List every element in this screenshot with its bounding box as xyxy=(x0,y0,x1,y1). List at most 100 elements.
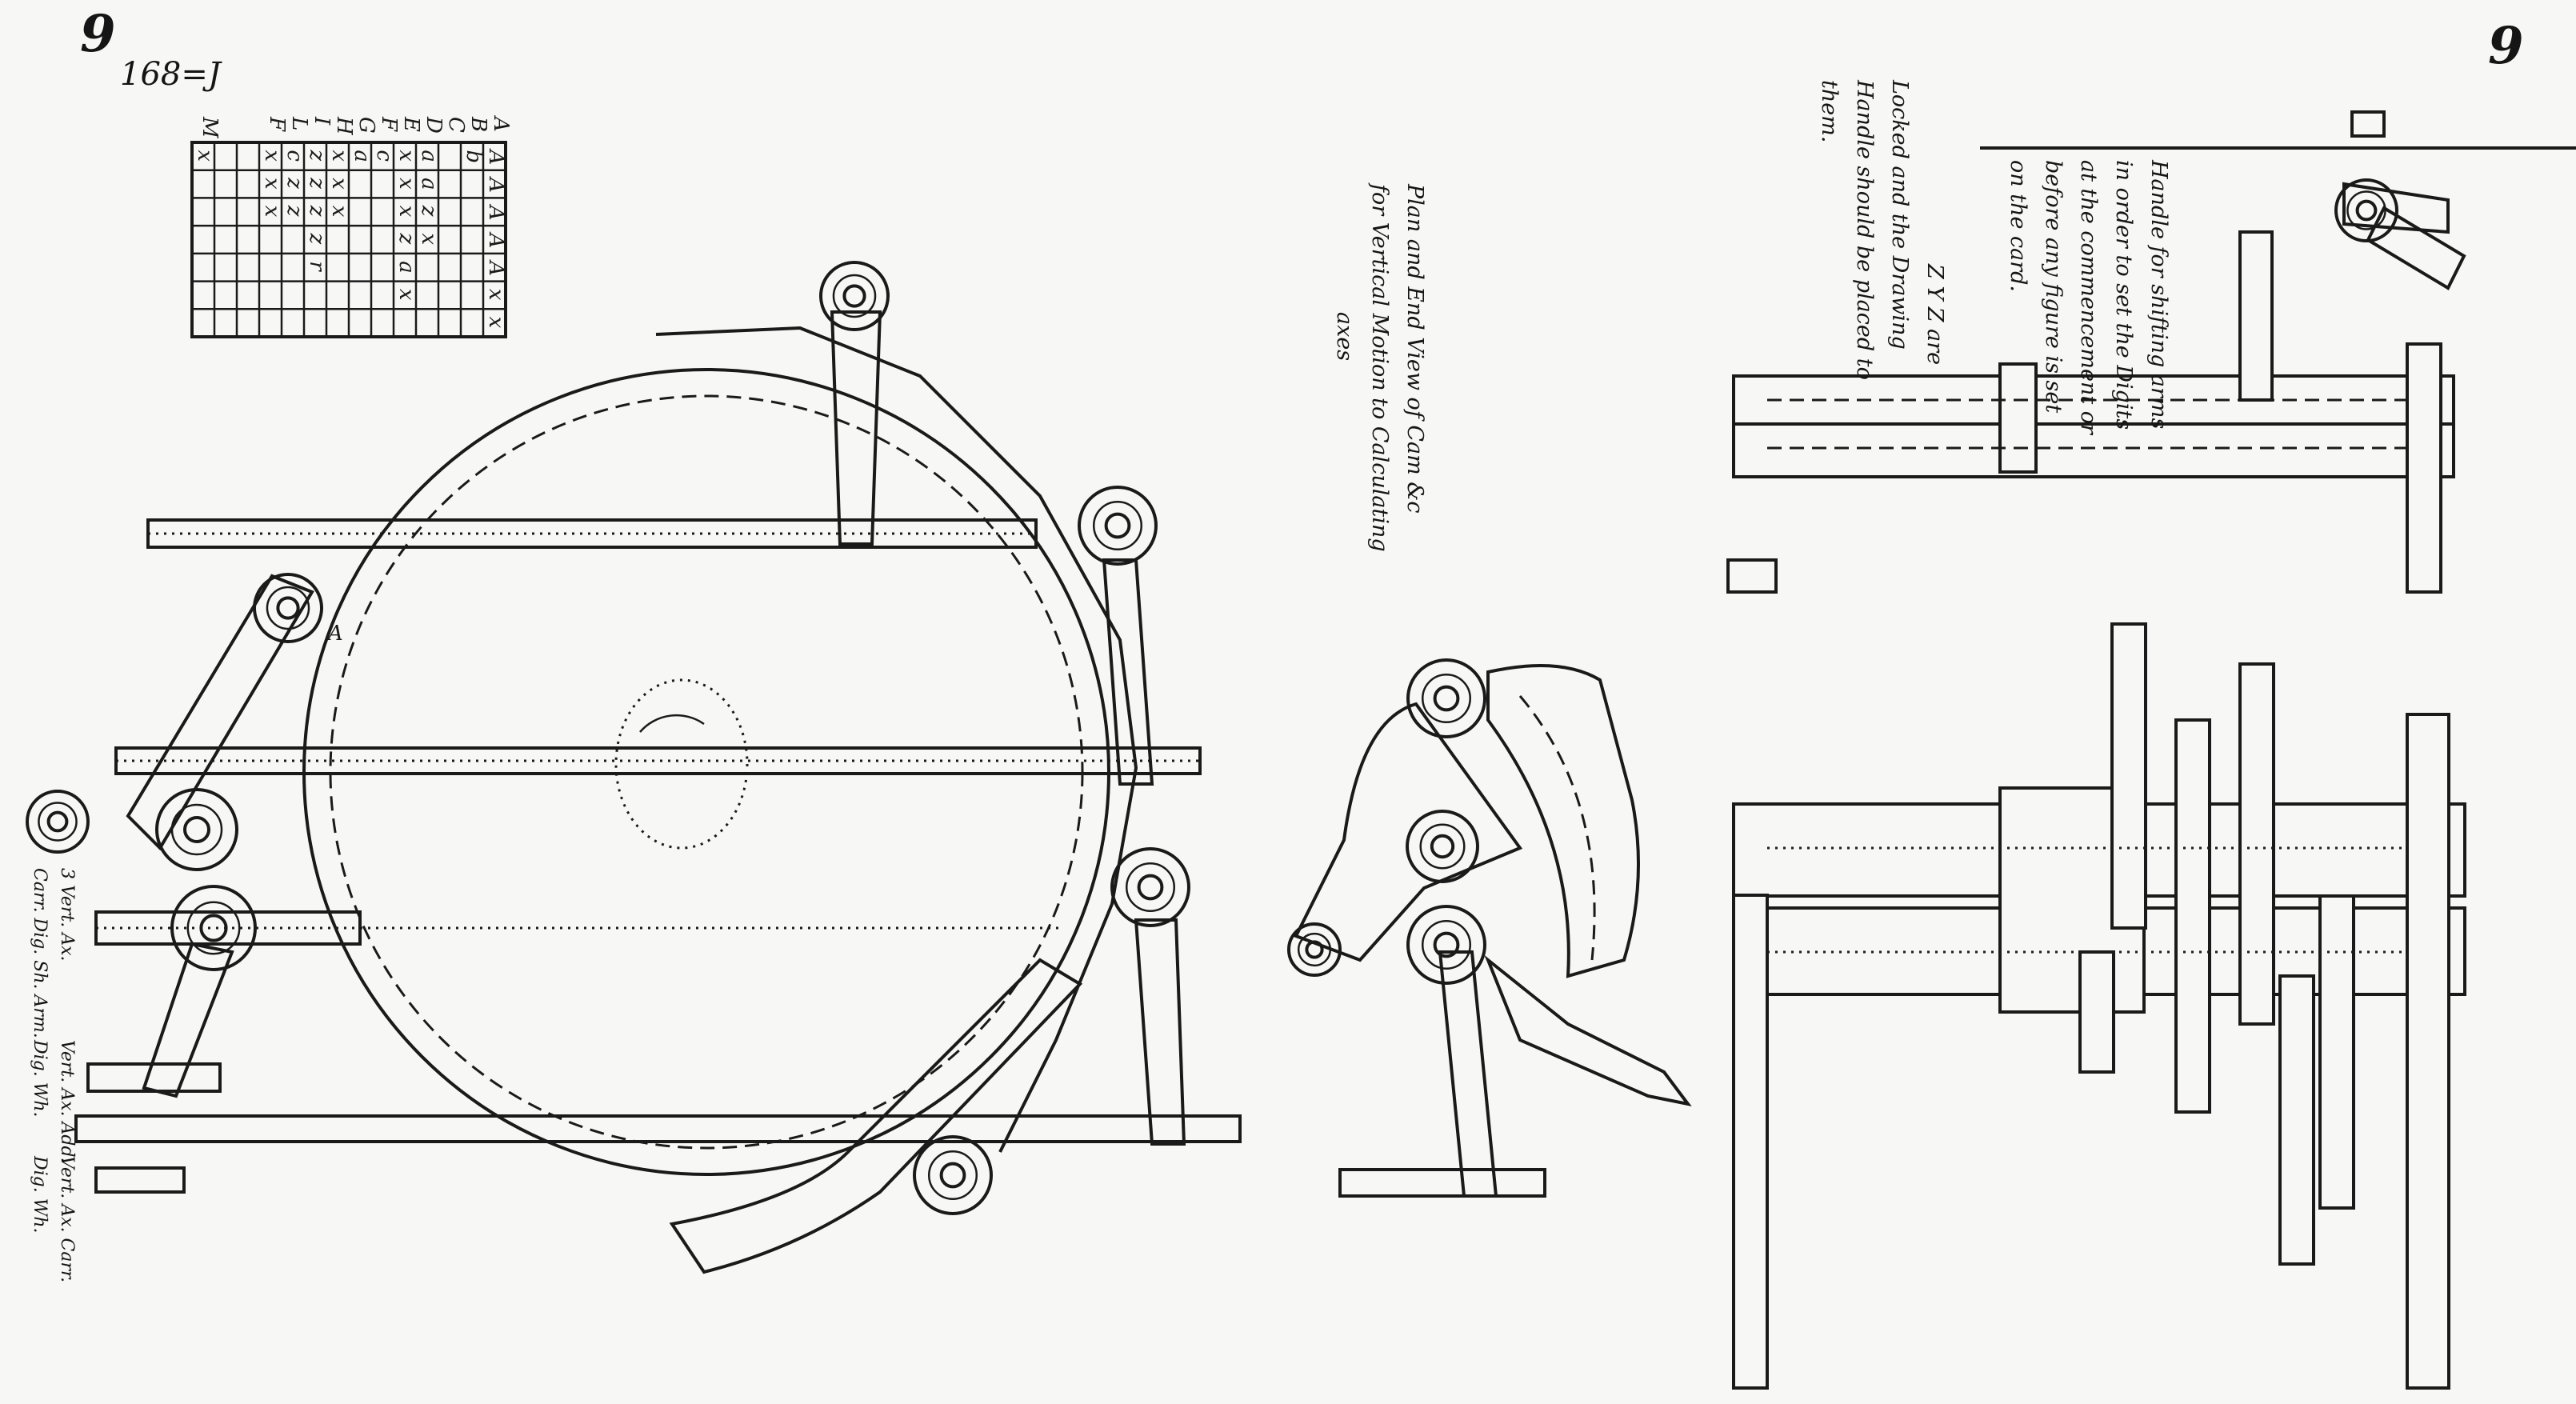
left-note-add-wheel: Vert. Ax. Add. Dig. Wh. xyxy=(26,1040,80,1163)
table-cell: x xyxy=(394,206,418,218)
boss-outer-ring xyxy=(913,1135,993,1215)
boss-inner-ring xyxy=(1092,500,1143,551)
boss-inner-ring xyxy=(832,274,877,318)
carry-digit-wheel-bar xyxy=(94,1166,186,1194)
note-line: before any figure is set xyxy=(2041,160,2066,414)
table-cell: x xyxy=(193,150,217,162)
boss-inner-ring xyxy=(1125,862,1176,913)
pulley-boss xyxy=(1406,810,1479,883)
table-cell: z xyxy=(282,177,306,189)
boss-inner-ring xyxy=(927,1150,978,1201)
sheet-number-right: 9 xyxy=(2488,16,2524,76)
boss-outer-ring xyxy=(1287,922,1342,977)
add-digit-wheel-bar xyxy=(86,1062,222,1093)
note-line: at the commencement or xyxy=(2076,160,2101,434)
table-cell: A xyxy=(484,259,508,276)
cam-segment xyxy=(1486,664,1640,978)
boss-outer-ring xyxy=(1406,658,1486,738)
lower-lever-6 xyxy=(2318,894,2355,1210)
boss-inner-ring xyxy=(38,802,78,842)
boss-inner-ring xyxy=(266,586,310,630)
upper-collar xyxy=(1998,362,2038,474)
table-cell: z xyxy=(417,205,441,217)
pulley-boss xyxy=(1110,847,1190,927)
left-leg xyxy=(1732,894,1769,1390)
elevation-view xyxy=(1726,110,2576,1390)
table-cell: c xyxy=(372,150,396,162)
pulley-boss xyxy=(26,790,90,854)
title-line: for Vertical Motion to Calculating xyxy=(1367,184,1392,552)
cam-segment-pitch-line xyxy=(1518,695,1596,961)
table-cell: c xyxy=(282,150,306,162)
table-header: B xyxy=(466,116,490,132)
cam-hub-outline xyxy=(614,678,749,850)
boss-inner-ring xyxy=(186,901,241,955)
bell-crank xyxy=(1294,702,1523,962)
boss-inner-ring xyxy=(1421,919,1472,970)
table-cell: x xyxy=(484,289,508,301)
table-cell: x xyxy=(260,206,284,218)
bottom-axis-bar xyxy=(74,1114,1242,1143)
boss-pin xyxy=(1137,874,1164,901)
boss-outer-ring xyxy=(1078,486,1158,566)
table-cell: z xyxy=(394,233,418,245)
table-cell: x xyxy=(327,206,351,218)
lower-lever-2 xyxy=(2078,950,2115,1074)
table-cell: z xyxy=(305,177,329,189)
boss-pin xyxy=(1104,512,1131,539)
table-header: L xyxy=(287,116,311,130)
title-line: axes xyxy=(1332,312,1357,362)
pulley-boss xyxy=(170,885,257,971)
table-cell: A xyxy=(484,204,508,221)
end-view-arm xyxy=(1438,950,1498,1198)
handle-note: Handle for shifting arms in order to set… xyxy=(2000,160,2176,434)
boss-inner-ring xyxy=(170,803,223,856)
table-cell: x xyxy=(394,178,418,190)
boss-outer-ring xyxy=(26,790,90,854)
pulley-boss xyxy=(1287,922,1342,977)
note-line: in order to set the Digits xyxy=(2111,160,2136,430)
upper-stop xyxy=(2350,110,2386,138)
note-line: Vert. Ax. Add. xyxy=(57,1040,77,1163)
table-cell: x xyxy=(484,317,508,329)
upper-axis-bar xyxy=(146,518,1038,549)
note-line: Handle should be placed to xyxy=(1852,80,1877,380)
table-cell: z xyxy=(305,149,329,161)
note-line: on the card. xyxy=(2006,160,2030,293)
plan-view: A xyxy=(26,261,1242,1274)
break-mark xyxy=(1726,558,1778,594)
boss-pin xyxy=(1305,940,1324,959)
table-cell: a xyxy=(394,261,418,274)
lower-lever-arm xyxy=(669,958,1083,1274)
boss-outer-ring xyxy=(819,261,890,331)
pulley-boss xyxy=(1406,658,1486,738)
boss-pin xyxy=(276,596,300,620)
table-cell: r xyxy=(305,261,329,272)
table-cell: a xyxy=(350,150,374,162)
boss-outer-ring xyxy=(1110,847,1190,927)
tail-lever xyxy=(1484,954,1692,1106)
note-line: 3 Vert. Ax. xyxy=(57,868,77,962)
table-header: I xyxy=(310,116,334,126)
note-line: Carr. Dig. Sh. Arm. xyxy=(30,868,50,1038)
table-cell: x xyxy=(394,289,418,301)
table-header: G xyxy=(354,117,378,134)
pulley-boss xyxy=(1078,486,1158,566)
lower-lever-3 xyxy=(2174,718,2211,1114)
pulley-boss xyxy=(155,788,238,871)
table-cell: z xyxy=(305,233,329,245)
left-note-carry-arm: 3 Vert. Ax. Carr. Dig. Sh. Arm. xyxy=(26,868,80,1038)
pulley-boss xyxy=(913,1135,993,1215)
boss-pin xyxy=(1430,834,1455,859)
boss-outer-ring xyxy=(1406,810,1479,883)
pulley-boss xyxy=(1406,905,1486,985)
table-cell: x xyxy=(327,150,351,162)
cam-disc xyxy=(302,368,1110,1176)
table-header: H xyxy=(332,116,356,136)
table-cell: A xyxy=(484,232,508,249)
upper-lever xyxy=(2238,230,2274,402)
cam-outer-edge xyxy=(655,326,1138,1153)
left-note-carry-wheel: Vert. Ax. Carr. Dig. Wh. xyxy=(26,1156,80,1282)
